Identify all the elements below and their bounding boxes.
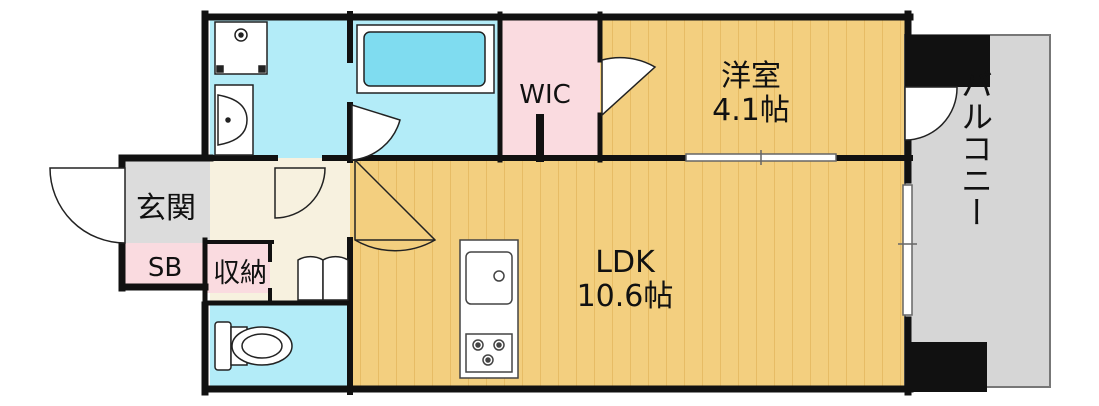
shoebox-label: SB xyxy=(148,253,182,283)
balcony-wall-bottom xyxy=(905,342,987,392)
storage-label: 収納 xyxy=(213,258,267,289)
toilet-icon xyxy=(214,321,293,371)
entrance-label: 玄関 xyxy=(136,191,196,226)
storage-floor xyxy=(205,243,270,293)
washing-machine-icon xyxy=(214,21,268,75)
doors xyxy=(49,56,958,301)
stove-icon xyxy=(465,333,513,373)
balcony-label: バルコニー xyxy=(956,68,994,228)
ldk-label: LDK xyxy=(595,245,656,280)
kitchen-sink-icon xyxy=(465,251,513,305)
western-room-label: 洋室 xyxy=(721,59,781,94)
ldk-floor xyxy=(350,158,905,388)
shoebox-floor xyxy=(125,243,205,285)
ldk-size: 10.6帖 xyxy=(577,279,674,314)
western-room-floor xyxy=(600,18,905,158)
western-room-size: 4.1帖 xyxy=(712,93,790,128)
sliding-door xyxy=(685,150,837,165)
balcony-wall-top xyxy=(908,35,990,87)
washbasin-icon xyxy=(214,84,254,156)
entrance-floor xyxy=(125,158,210,243)
wic-label: WIC xyxy=(519,80,571,110)
wic-floor xyxy=(500,18,600,158)
bathtub-icon xyxy=(356,24,495,94)
balcony-window xyxy=(898,184,917,316)
